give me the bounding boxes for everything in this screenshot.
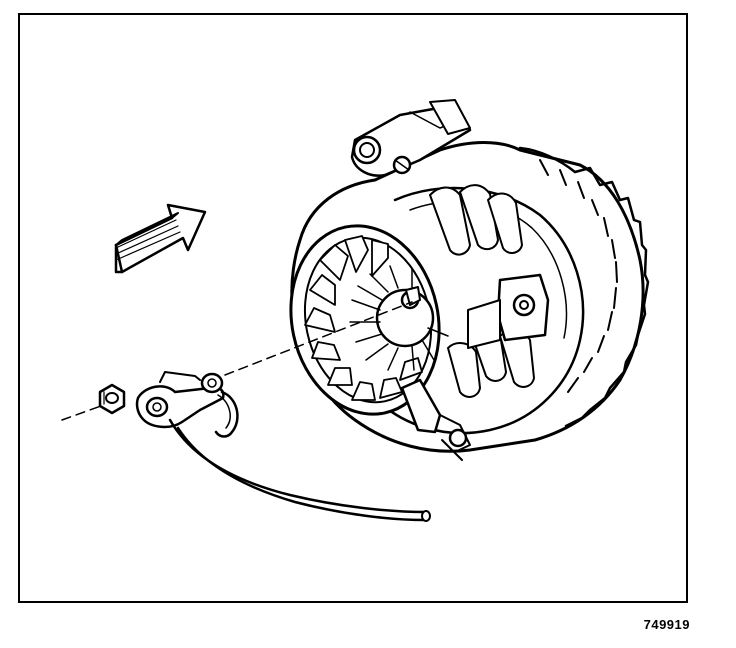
- figure-id-label: 749919: [643, 617, 690, 632]
- alternator-illustration: [289, 99, 650, 461]
- battery-cable-terminal-illustration: [135, 371, 431, 522]
- diagram-frame: [18, 13, 688, 603]
- direction-arrow-icon: [114, 203, 207, 274]
- nut-illustration: [98, 383, 126, 415]
